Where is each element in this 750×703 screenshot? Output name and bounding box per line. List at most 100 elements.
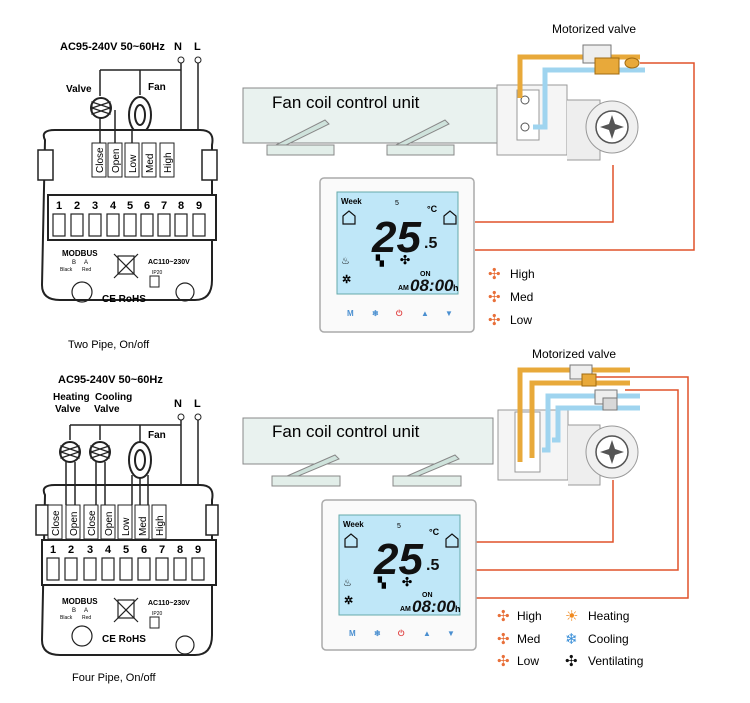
top-terminal-3: 3 [92, 200, 98, 212]
bottom-heating-valve-symbol [59, 441, 81, 463]
top-relay-med: Med [145, 154, 156, 173]
bottom-btn-fan[interactable]: ❄ [374, 629, 381, 638]
top-lcd-decimal: .5 [424, 235, 437, 252]
bottom-btn-power[interactable]: ⏻ [398, 629, 405, 638]
top-weee-icon [113, 253, 139, 279]
bottom-legend-ventilating-icon: ✣ [565, 653, 578, 670]
top-fcu: Fan coil control unit [242, 84, 639, 161]
top-control-wires [475, 62, 695, 251]
top-valve-label: Valve [66, 84, 92, 95]
bottom-weee-icon [113, 597, 139, 623]
bottom-cooling-label: Cooling [95, 392, 132, 403]
bottom-ip-label: IP20 [152, 611, 163, 617]
top-n-label: N [174, 41, 182, 53]
bottom-red-label: Red [82, 615, 91, 621]
top-b-label: B [72, 260, 76, 266]
top-legend-low-icon: ✣ [488, 312, 501, 329]
bottom-relay-close-1: Close [51, 510, 62, 536]
bottom-legend: ✣ High ✣ Med ✣ Low ☀ Heating ❄ Cooling ✣… [497, 608, 643, 670]
top-lcd-home-icon [342, 210, 356, 225]
bottom-legend-low-icon: ✣ [497, 653, 510, 670]
top-terminal-7: 7 [161, 200, 167, 212]
top-lcd-on: ON [420, 271, 431, 278]
bottom-supply-label: AC95-240V 50~60Hz [58, 374, 163, 386]
bottom-valve-label: Valve [55, 404, 81, 415]
top-lcd-temp: 25 [371, 213, 421, 262]
top-lcd-week: Week [341, 197, 362, 206]
bottom-btn-up[interactable]: ▲ [423, 629, 431, 638]
bottom-terminal-9: 9 [195, 544, 201, 556]
bottom-b-label: B [72, 608, 76, 614]
bottom-fcu-label: Fan coil control unit [272, 422, 420, 441]
bottom-btn-down[interactable]: ▼ [447, 629, 455, 638]
top-terminal-4: 4 [110, 200, 117, 212]
top-legend-high-icon: ✣ [488, 266, 501, 283]
top-terminal-5: 5 [127, 200, 133, 212]
bottom-lcd-temp: 25 [373, 535, 423, 584]
top-lcd-unit: °C [427, 204, 438, 214]
bottom-relay-labels: Close Open Close Open Low Med High [47, 504, 167, 540]
top-valve-symbol [90, 97, 112, 119]
bottom-legend-ventilating: Ventilating [588, 654, 643, 668]
bottom-legend-high: High [517, 609, 542, 623]
top-lcd-away-icon [443, 210, 457, 225]
top-ip-label: IP20 [152, 270, 163, 276]
top-fcu-label: Fan coil control unit [272, 93, 420, 112]
top-legend: ✣ High ✣ Med ✣ Low [488, 266, 535, 329]
bottom-lcd-decimal: .5 [426, 557, 439, 574]
bottom-relay-high: High [155, 515, 166, 536]
bottom-cooling-valve-symbol [89, 441, 111, 463]
top-legend-med: Med [510, 290, 533, 304]
bottom-lcd-am: AM [400, 606, 411, 613]
bottom-legend-cooling-icon: ❄ [565, 631, 578, 648]
bottom-relay-low: Low [121, 517, 132, 536]
bottom-lcd-unit: °C [429, 527, 440, 537]
top-terminal-9: 9 [196, 200, 202, 212]
top-btn-fan[interactable]: ❄ [372, 309, 379, 318]
bottom-legend-med-icon: ✣ [497, 631, 510, 648]
bottom-lcd-week: Week [343, 520, 364, 529]
bottom-legend-heating-icon: ☀ [565, 608, 578, 625]
bottom-terminal-8: 8 [177, 544, 183, 556]
top-btn-power[interactable]: ⏻ [396, 309, 403, 318]
top-terminal-block: AC95-240V 50~60Hz N L Valve Fan Close Op… [37, 41, 218, 351]
bottom-btn-mode[interactable]: M [349, 629, 356, 638]
bottom-fan-label: Fan [148, 430, 166, 441]
top-caption: Two Pipe, On/off [68, 339, 150, 351]
bottom-lcd-time: 08:00 [412, 597, 456, 616]
bottom-lcd-fan-icon: ✣ [402, 575, 412, 589]
bottom-lcd-day: 5 [397, 523, 401, 530]
top-lcd-flame-icon: ♨ [341, 256, 350, 267]
top-terminal-6: 6 [144, 200, 150, 212]
bottom-fcu: Fan coil control unit [242, 409, 639, 487]
top-lcd-fan-mode-icon: ▚ [375, 254, 384, 267]
top-btn-mode[interactable]: M [347, 309, 354, 318]
top-btn-up[interactable]: ▲ [421, 309, 429, 318]
bottom-l-label: L [194, 398, 201, 410]
top-btn-down[interactable]: ▼ [445, 309, 453, 318]
top-legend-low: Low [510, 313, 532, 327]
bottom-motorized-valves [569, 364, 618, 411]
top-modbus-label: MODBUS [62, 249, 98, 258]
bottom-relay-close-2: Close [87, 510, 98, 536]
top-relay-close: Close [95, 147, 106, 173]
top-terminal-2: 2 [74, 200, 80, 212]
bottom-pipes [517, 367, 640, 462]
bottom-lcd-away-icon [445, 533, 459, 548]
bottom-relay-open-1: Open [69, 512, 80, 536]
bottom-legend-low: Low [517, 654, 539, 668]
bottom-legend-cooling: Cooling [588, 632, 629, 646]
bottom-terminal-4: 4 [105, 544, 112, 556]
top-a-label: A [84, 260, 88, 266]
top-legend-med-icon: ✣ [488, 289, 501, 306]
top-thermostat: Week 5 °C 25 .5 ON AM 08:00 h ♨ ✲ ▚ ✣ M … [319, 177, 475, 333]
bottom-voltage-label: AC110~230V [148, 600, 190, 607]
bottom-lcd-flame-icon: ♨ [343, 578, 352, 589]
top-lcd-snow-icon: ✲ [342, 274, 351, 286]
top-supply-label: AC95-240V 50~60Hz [60, 41, 165, 53]
top-relay-low: Low [128, 154, 139, 173]
bottom-terminal-3: 3 [87, 544, 93, 556]
top-legend-high: High [510, 267, 535, 281]
bottom-lcd-fan-mode-icon: ▚ [377, 576, 386, 589]
